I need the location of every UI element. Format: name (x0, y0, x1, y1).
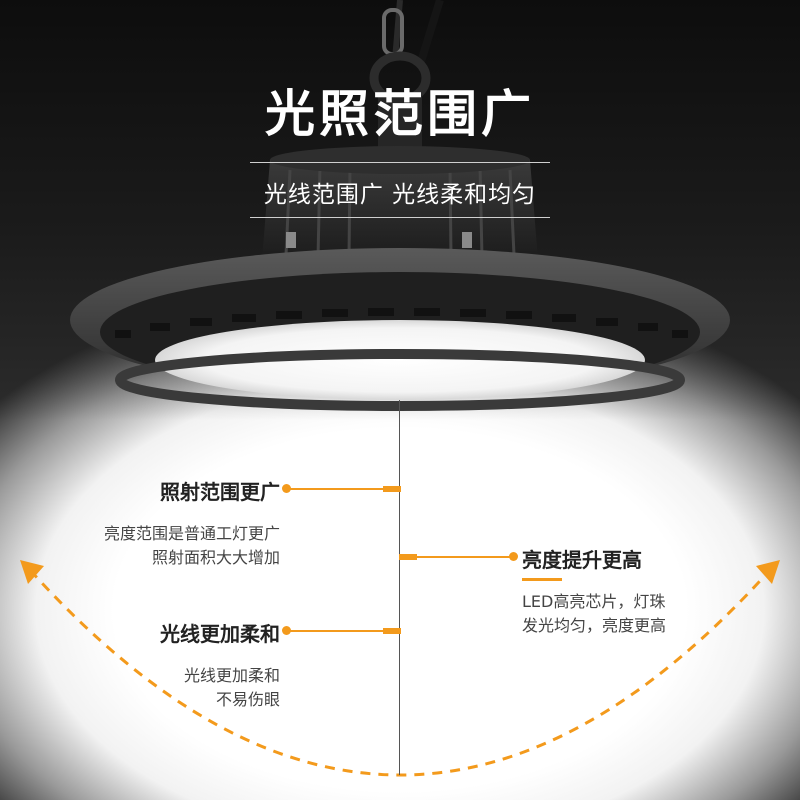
arrow-left-icon (20, 560, 44, 584)
feature-title-brightness: 亮度提升更高 (522, 548, 642, 572)
leader-dot-1 (282, 484, 291, 493)
feature-desc-soft-light-line-1: 光线更加柔和 (183, 666, 280, 685)
feature-desc-range-line-2: 照射面积大大增加 (151, 548, 280, 567)
feature-desc-range: 亮度范围是普通工灯更广 照射面积大大增加 (104, 522, 280, 570)
leader-dot-2 (509, 552, 518, 561)
page-subtitle: 光线范围广 光线柔和均匀 (263, 182, 537, 208)
ufo-lamp-image (70, 0, 730, 411)
leader-dot-3 (282, 626, 291, 635)
leader-line-3 (290, 630, 383, 632)
feature-desc-brightness-line-2: 发光均匀，亮度更高 (522, 616, 667, 635)
title-divider-bottom (250, 217, 550, 218)
arrow-right-icon (756, 560, 780, 584)
title-divider-top (250, 162, 550, 163)
feature-desc-soft-light: 光线更加柔和 不易伤眼 (184, 664, 280, 712)
leader-line-1 (290, 488, 383, 490)
feature-desc-soft-light-line-2: 不易伤眼 (215, 690, 280, 709)
leader-line-2 (417, 556, 512, 558)
feature-title-range: 照射范围更广 (160, 480, 280, 504)
axis-marker-2 (399, 554, 417, 560)
page-title: 光照范围广 (265, 85, 535, 143)
axis-marker-3 (383, 628, 401, 634)
feature-underline-brightness (522, 578, 562, 581)
feature-desc-brightness-line-1: LED高亮芯片，灯珠 (522, 592, 666, 611)
feature-desc-range-line-1: 亮度范围是普通工灯更广 (103, 524, 280, 543)
feature-desc-brightness: LED高亮芯片，灯珠 发光均匀，亮度更高 (522, 590, 666, 638)
center-axis-line (399, 400, 400, 775)
feature-title-soft-light: 光线更加柔和 (160, 622, 280, 646)
axis-marker-1 (383, 486, 401, 492)
